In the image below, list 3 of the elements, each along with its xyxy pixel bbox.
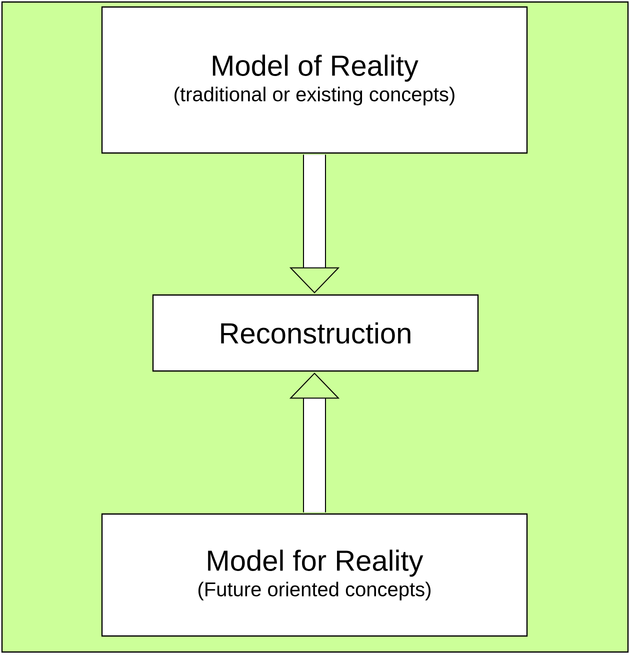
text-box: Reconstruction [152,294,479,372]
text-box: Model for Reality (Future oriented concepts) [101,513,528,637]
text-box: Model of Reality (traditional or existing concepts) [101,6,528,154]
